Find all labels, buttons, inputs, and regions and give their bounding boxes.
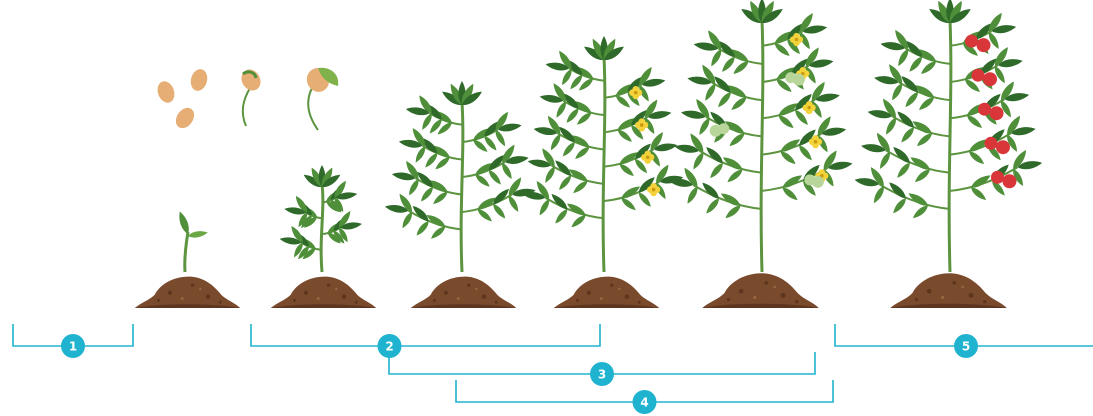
leaf-icon bbox=[616, 128, 634, 144]
leaf-icon bbox=[561, 140, 577, 158]
seedling-icon bbox=[279, 165, 363, 272]
leaf-icon bbox=[176, 210, 191, 235]
ripe-plant-icon bbox=[854, 0, 1043, 272]
soil-mound bbox=[554, 277, 659, 308]
leaf-icon bbox=[726, 167, 745, 184]
green-tomato-icon bbox=[718, 123, 729, 134]
leaf-icon bbox=[917, 95, 936, 112]
plant-stem bbox=[761, 20, 763, 272]
leaf-icon bbox=[899, 126, 916, 145]
fruiting-plant-icon bbox=[668, 0, 853, 272]
seed-icon bbox=[155, 79, 178, 105]
green-tomato-icon bbox=[785, 72, 796, 83]
sprouting-seed-icon bbox=[238, 66, 265, 126]
leaf-icon bbox=[491, 202, 507, 220]
leaf-icon bbox=[553, 207, 569, 225]
stage-bracket bbox=[251, 324, 600, 346]
soil-mound bbox=[411, 277, 516, 308]
stage-badge: 1 bbox=[61, 334, 85, 358]
stage-number: 1 bbox=[69, 340, 77, 354]
ripe-tomato-icon bbox=[977, 38, 991, 52]
stage-number: 3 bbox=[598, 368, 606, 382]
ripe-tomato-icon bbox=[1002, 174, 1016, 188]
flowering-plant-icon bbox=[521, 36, 684, 272]
leaf-icon bbox=[903, 90, 920, 109]
leaf-icon bbox=[570, 213, 588, 229]
green-tomato-icon bbox=[804, 174, 815, 185]
soil-mound bbox=[702, 273, 819, 308]
leaf-icon bbox=[777, 113, 796, 130]
plant-stem bbox=[603, 57, 605, 272]
plant-stem bbox=[321, 184, 323, 272]
leaf-icon bbox=[919, 59, 938, 76]
leaf-icon bbox=[891, 196, 908, 215]
stage-number: 2 bbox=[385, 340, 393, 354]
leaf-icon bbox=[187, 230, 208, 239]
leaf-icon bbox=[429, 225, 447, 241]
leaf-icon bbox=[731, 59, 750, 76]
leaf-icon bbox=[728, 131, 747, 148]
leaf-icon bbox=[797, 144, 814, 163]
leaf-icon bbox=[414, 219, 430, 237]
leaf-icon bbox=[779, 149, 798, 166]
ripe-tomato-icon bbox=[978, 103, 991, 116]
leaf-icon bbox=[419, 185, 435, 203]
plant-stem bbox=[461, 102, 463, 272]
leaf-icon bbox=[907, 55, 924, 74]
ripe-tomato-icon bbox=[983, 72, 997, 86]
ripe-tomato-icon bbox=[984, 137, 997, 150]
sprouting-seed-icon bbox=[304, 65, 339, 130]
leaf-icon bbox=[476, 207, 494, 223]
leaf-icon bbox=[781, 185, 800, 202]
leaf-icon bbox=[618, 162, 636, 178]
young-plant-icon bbox=[384, 81, 536, 272]
leaf-icon bbox=[895, 161, 912, 180]
ripe-tomato-icon bbox=[971, 69, 984, 82]
soil-mound bbox=[271, 277, 376, 308]
sprout-icon bbox=[176, 210, 208, 272]
stage-badge: 5 bbox=[954, 334, 978, 358]
leaf-icon bbox=[913, 167, 932, 184]
leaf-icon bbox=[557, 174, 573, 192]
soil-mounds bbox=[135, 273, 1007, 308]
plants bbox=[155, 0, 1043, 272]
ripe-tomato-icon bbox=[991, 171, 1004, 184]
leaf-icon bbox=[730, 95, 749, 112]
leaf-icon bbox=[724, 203, 743, 220]
soil-mound bbox=[135, 277, 240, 308]
ripe-tomato-icon bbox=[989, 106, 1003, 120]
ripe-tomato-icon bbox=[965, 35, 978, 48]
stage-number: 5 bbox=[962, 340, 970, 354]
leaf-icon bbox=[720, 55, 737, 74]
leaf-icon bbox=[487, 168, 503, 186]
leaf-icon bbox=[575, 111, 593, 127]
leaf-icon bbox=[708, 161, 725, 180]
plant-stem bbox=[949, 20, 951, 272]
seed-icon bbox=[188, 67, 209, 92]
stage-badge: 3 bbox=[590, 362, 614, 386]
stage-badge: 4 bbox=[633, 390, 657, 414]
leaf-icon bbox=[704, 197, 721, 216]
leaf-icon bbox=[431, 190, 449, 206]
leaf-icon bbox=[967, 149, 986, 166]
leaf-icon bbox=[915, 131, 934, 148]
seed-icon bbox=[172, 104, 198, 131]
stage-brackets bbox=[13, 324, 1093, 402]
leaf-icon bbox=[965, 113, 984, 130]
ripe-tomato-icon bbox=[996, 140, 1010, 154]
leaf-icon bbox=[571, 179, 589, 195]
stage-badge: 2 bbox=[378, 334, 402, 358]
stage-number: 4 bbox=[640, 396, 648, 410]
leaf-icon bbox=[716, 90, 733, 109]
leaf-icon bbox=[969, 185, 988, 202]
leaf-icon bbox=[474, 172, 492, 188]
leaf-icon bbox=[911, 203, 930, 220]
leaf-icon bbox=[573, 145, 591, 161]
leaf-icon bbox=[620, 196, 638, 212]
soil-mound bbox=[890, 273, 1007, 308]
